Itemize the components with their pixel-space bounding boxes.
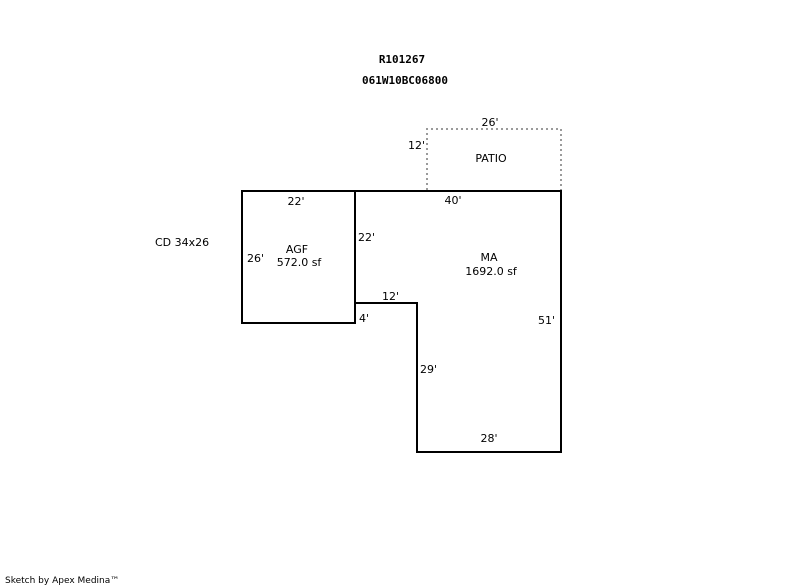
agf-label: AGF — [286, 243, 308, 256]
ma-label: MA — [480, 251, 497, 264]
map-number: 061W10BC06800 — [362, 74, 448, 87]
ma-area-value: 1692.0 sf — [465, 265, 518, 278]
patio-area: PATIO 26' 12' — [408, 116, 562, 190]
patio-dim-top: 26' — [481, 116, 498, 129]
ma-dim-step-drop: 4' — [359, 312, 369, 325]
agf-dim-top: 22' — [287, 195, 304, 208]
side-note: CD 34x26 — [155, 236, 209, 249]
ma-dim-step: 12' — [382, 290, 399, 303]
account-number: R101267 — [379, 53, 425, 66]
patio-label: PATIO — [475, 152, 507, 165]
ma-dim-bottom: 28' — [480, 432, 497, 445]
ma-dim-top: 40' — [444, 194, 461, 207]
ma-dim-left-lower: 29' — [420, 363, 437, 376]
patio-dim-left: 12' — [408, 139, 425, 152]
sketch-credit: Sketch by Apex Medina™ — [5, 576, 119, 586]
agf-area-value: 572.0 sf — [277, 256, 323, 269]
agf-dim-left: 26' — [247, 252, 264, 265]
patio-outline — [426, 128, 562, 190]
ma-area: MA 1692.0 sf 40' 22' 12' 4' 29' 51' 28' — [354, 190, 562, 453]
ma-outline — [354, 190, 562, 453]
ma-dim-right: 51' — [538, 314, 555, 327]
ma-dim-left-upper: 22' — [358, 231, 375, 244]
agf-area: AGF 572.0 sf 22' 26' — [241, 190, 356, 324]
